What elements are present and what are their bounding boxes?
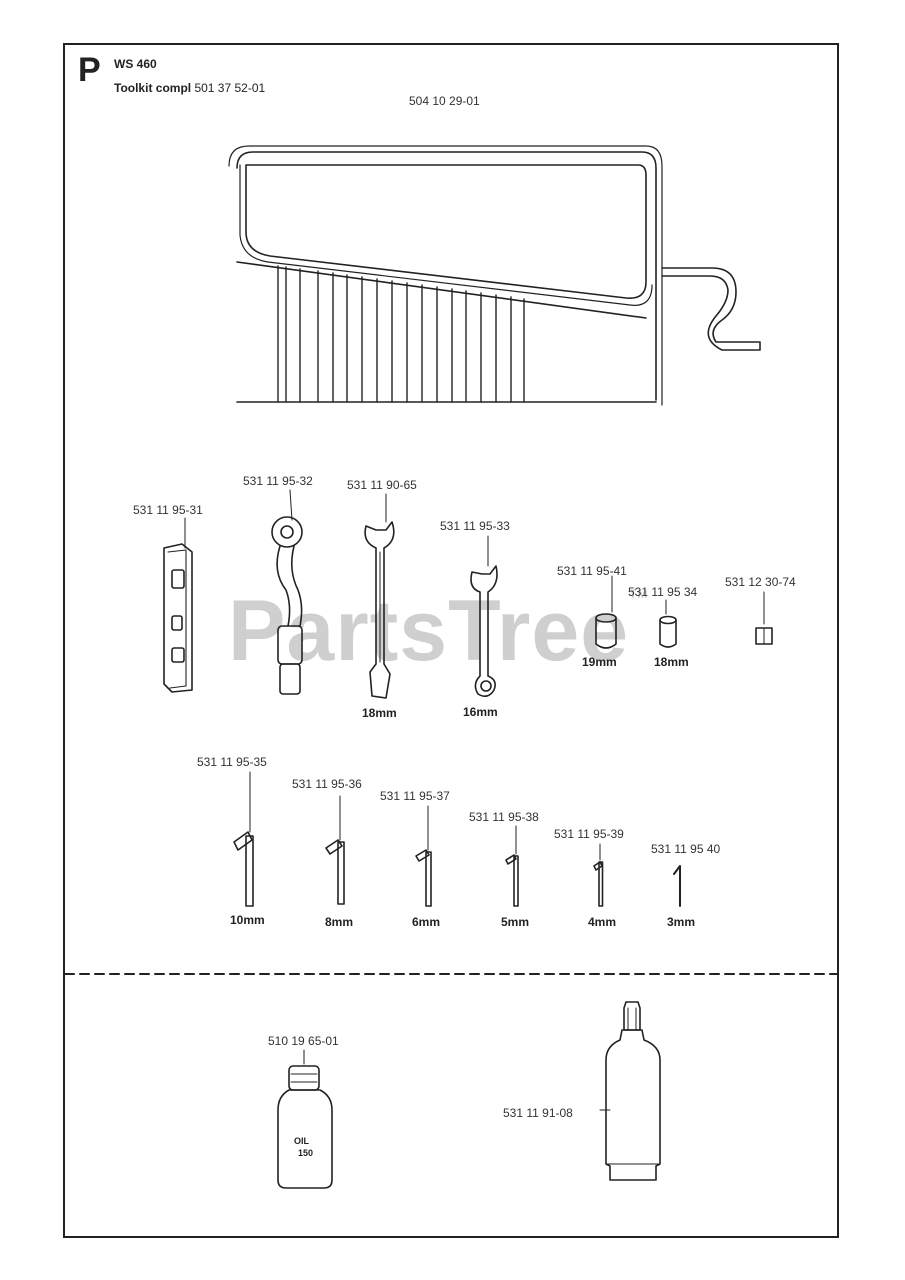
- label-oil-bottle: 510 19 65-01: [268, 1034, 339, 1048]
- label-grease-tube: 531 11 91-08: [503, 1106, 573, 1120]
- label-hex-5: 531 11 95-38: [469, 810, 539, 824]
- wrench-16-drawing: [470, 535, 498, 698]
- adapter-drawing: [755, 591, 773, 645]
- size-hex-4: 4mm: [588, 915, 617, 929]
- oil-bottle-drawing: [277, 1049, 333, 1189]
- hex-10-drawing: [233, 771, 254, 907]
- hex-5-drawing: [505, 825, 519, 907]
- model-name: WS 460: [114, 57, 157, 71]
- size-socket-19: 19mm: [582, 655, 617, 669]
- wrench-18-drawing: [364, 493, 395, 699]
- label-screwdriver: 531 11 95-31: [133, 503, 203, 517]
- size-hex-6: 6mm: [412, 915, 441, 929]
- label-wrench-18: 531 11 90-65: [347, 478, 417, 492]
- tool-roll-drawing: [228, 145, 761, 406]
- label-hex-8: 531 11 95-36: [292, 777, 362, 791]
- label-ratchet: 531 11 95-32: [243, 474, 313, 488]
- hex-8-drawing: [325, 795, 345, 905]
- bottle-label-line1: OIL: [294, 1136, 310, 1146]
- size-socket-18: 18mm: [654, 655, 689, 669]
- label-adapter: 531 12 30-74: [725, 575, 796, 589]
- hex-3-drawing: [673, 865, 681, 907]
- watermark-tm: TM: [629, 587, 649, 601]
- label-hex-4: 531 11 95-39: [554, 827, 624, 841]
- kit-part-number: 501 37 52-01: [194, 81, 266, 95]
- diagram-frame: [63, 43, 839, 1238]
- label-tool-roll: 504 10 29-01: [409, 94, 480, 108]
- hex-6-drawing: [415, 805, 432, 907]
- kit-title: Toolkit compl 501 37 52-01: [114, 81, 265, 95]
- size-wrench-18: 18mm: [362, 706, 397, 720]
- label-hex-10: 531 11 95-35: [197, 755, 267, 769]
- size-hex-8: 8mm: [325, 915, 354, 929]
- watermark-text: PartsTree: [228, 583, 630, 679]
- size-wrench-16: 16mm: [463, 705, 498, 719]
- section-letter: P: [78, 51, 101, 89]
- kit-label: Toolkit compl: [114, 81, 192, 95]
- label-wrench-16: 531 11 95-33: [440, 519, 510, 533]
- label-socket-19: 531 11 95-41: [557, 564, 627, 578]
- screwdriver-drawing: [163, 517, 193, 693]
- socket-18-drawing: [659, 599, 677, 648]
- hex-4-drawing: [593, 843, 604, 907]
- size-hex-10: 10mm: [230, 913, 265, 927]
- label-socket-18: 531 11 95 34: [628, 585, 698, 599]
- ratchet-drawing: [271, 489, 303, 695]
- grease-tube-drawing: [599, 1001, 661, 1181]
- socket-19-drawing: [595, 575, 617, 649]
- bottle-label-line2: 150: [298, 1148, 313, 1158]
- label-hex-3: 531 11 95 40: [651, 842, 721, 856]
- size-hex-5: 5mm: [501, 915, 530, 929]
- size-hex-3: 3mm: [667, 915, 696, 929]
- label-hex-6: 531 11 95-37: [380, 789, 450, 803]
- watermark: PartsTreeTM: [228, 588, 648, 674]
